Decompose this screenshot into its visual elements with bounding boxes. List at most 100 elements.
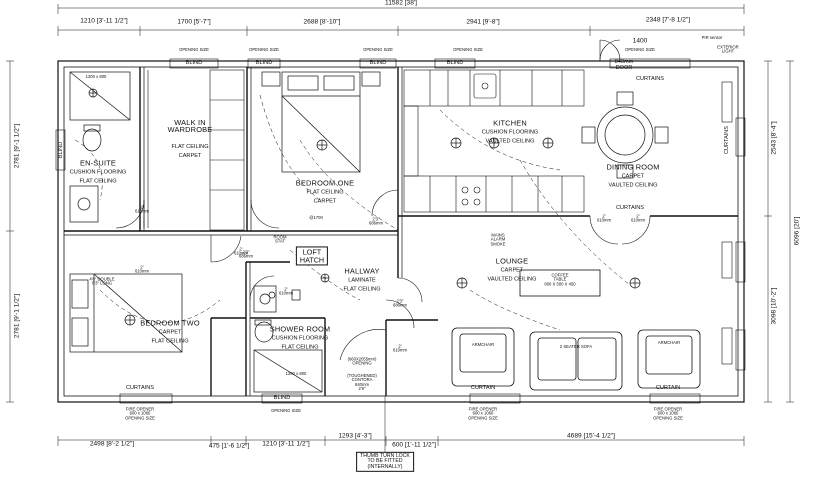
top-windows bbox=[119, 58, 701, 404]
blind-label-4: BLIND bbox=[446, 60, 464, 67]
room-kitchen-finish: CUSHION FLOORING VAULTED CEILING bbox=[481, 129, 539, 144]
room-bedroom-one: BEDROOM ONE FLAT CEILING CARPET bbox=[296, 179, 354, 204]
dimension-top-2: 1700 [5'-7"] bbox=[177, 18, 211, 26]
room-dining-finish: CARPET VAULTED CEILING bbox=[608, 173, 658, 188]
shower-tray-label: 1200 x 800 bbox=[285, 370, 307, 376]
lintel-label: @1700 bbox=[309, 214, 323, 220]
front-door-label: 840mm DOOR bbox=[614, 59, 634, 71]
room-shower-finish: CUSHION FLOORING FLAT CEILING bbox=[271, 335, 329, 350]
door-width-10-ins: 2' bbox=[140, 264, 144, 270]
door-width-3: 2'610mm bbox=[279, 286, 293, 297]
curtain-label-1: CURTAIN bbox=[470, 385, 496, 392]
dimension-top-5: 2348 [7'-8 1/2"] bbox=[645, 16, 691, 24]
entrance-opening-label: (660X2055mm) OPENING bbox=[347, 356, 377, 366]
door-width-7-ins: 2'3" bbox=[242, 249, 250, 255]
dimension-lines bbox=[6, 4, 794, 446]
blind-label-2: BLIND bbox=[255, 60, 273, 67]
room-hallway: HALLWAY LAMINATE FLAT CEILING bbox=[343, 267, 380, 292]
ensuite-fittings bbox=[69, 71, 131, 223]
room-walkin-name: WALK IN WARDROBE bbox=[167, 117, 213, 135]
curtains-label-2: CURTAINS bbox=[615, 205, 645, 212]
door-width-9-ins: 2' bbox=[636, 213, 640, 219]
dimension-bottom-6: 4689 [15'-4 1/2"] bbox=[567, 432, 615, 440]
dimension-left-1: 2781 [9'-1 1/2"] bbox=[13, 123, 21, 169]
door-width-2: 2'610mm bbox=[234, 246, 248, 257]
opening-size-5: OPENING SIZE bbox=[625, 46, 655, 52]
room-lounge-finish: CARPET VAULTED CEILING bbox=[487, 267, 537, 282]
door-width-1-mm: 610mm bbox=[135, 209, 149, 214]
lounge-furniture bbox=[451, 269, 701, 391]
dimension-top-1: 1210 [3'-11 1/2"] bbox=[80, 17, 128, 25]
door-width-9-mm: 610mm bbox=[631, 218, 645, 223]
dimension-right-1: 2543 [8'-4"] bbox=[770, 121, 778, 155]
door-width-3-ins: 2' bbox=[284, 286, 288, 292]
curtains-label-right: CURTAINS bbox=[724, 125, 731, 155]
room-ensuite-finish: CUSHION FLOORING FLAT CEILING bbox=[69, 169, 127, 184]
curtains-label-3: CURTAINS bbox=[125, 385, 155, 392]
internal-walls bbox=[64, 67, 738, 396]
dimension-top-door: 1400 bbox=[632, 37, 648, 45]
opening-size-3: OPENING SIZE bbox=[363, 46, 393, 52]
door-width-6-mm: 610mm bbox=[597, 218, 611, 223]
room-walkin-finish: FLAT CEILING CARPET bbox=[171, 143, 209, 159]
dimension-top-3: 2688 [8'-10"] bbox=[303, 18, 341, 26]
blind-label-1: BLIND bbox=[185, 60, 203, 67]
blind-label-6: BLIND bbox=[58, 141, 65, 159]
opening-size-4: OPENING SIZE bbox=[453, 46, 483, 52]
thumb-turn-lock-note: THUMB TURN LOCK TO BE FITTED (INTERNALLY… bbox=[356, 451, 414, 473]
room-hallway-name: HALLWAY bbox=[344, 266, 380, 276]
room-stat: ROOM STAT bbox=[273, 234, 287, 244]
dimension-right-2: 3098 [10'-2"] bbox=[770, 287, 778, 325]
room-hallway-finish: LAMINATE FLAT CEILING bbox=[343, 277, 381, 292]
blind-label-5: BLIND bbox=[273, 395, 291, 402]
ensuite-tray-label: 1200 x 800 bbox=[85, 73, 107, 79]
room-dining-name: DINING ROOM bbox=[606, 162, 660, 172]
opening-size-1: OPENING SIZE bbox=[179, 46, 209, 52]
dimension-bottom-4: 1293 [4'-3"] bbox=[338, 432, 372, 440]
room-kitchen-name: KITCHEN bbox=[493, 118, 527, 128]
door-width-6-ins: 2' bbox=[602, 213, 606, 219]
door-width-1: 2'610mm bbox=[135, 205, 149, 215]
fire-opener-2: FIRE OPENER 600 x 1060 OPENING SIZE bbox=[468, 406, 498, 421]
door-width-7-mm: 686mm bbox=[239, 254, 253, 259]
wiring-dashes bbox=[74, 94, 631, 331]
overall-width-dimension: 11582 [38'] bbox=[385, 0, 417, 7]
loft-hatch: LOFT HATCH bbox=[295, 246, 329, 266]
kitchen-units bbox=[403, 69, 585, 213]
room-lounge-name: LOUNGE bbox=[495, 256, 529, 266]
room-ensuite-name: EN-SUITE bbox=[79, 158, 117, 168]
room-walkin: WALK IN WARDROBE FLAT CEILING CARPET bbox=[168, 111, 213, 159]
room-shower: SHOWER ROOM CUSHION FLOORING FLAT CEILIN… bbox=[270, 325, 331, 350]
fire-opener-1: FIRE OPENER 600 x 1060 OPENING SIZE bbox=[125, 406, 155, 421]
room-lounge: LOUNGE CARPET VAULTED CEILING bbox=[488, 257, 537, 282]
armchair-left: ARMCHAIR bbox=[471, 341, 495, 347]
blind-label-3: BLIND bbox=[369, 60, 387, 67]
fire-opener-3: FIRE OPENER 600 x 1060 OPENING SIZE bbox=[653, 406, 683, 421]
dimension-bottom-1: 2498 [8'-2 1/2"] bbox=[89, 440, 135, 448]
door-width-8-mm: 610mm bbox=[393, 348, 407, 353]
pir-sensor: PIR sensor bbox=[701, 34, 723, 40]
door-width-5-ins: 2'3" bbox=[396, 298, 404, 304]
opening-size-shower: OPENING SIZE bbox=[271, 407, 301, 413]
room-bedroom-two: BEDROOM TWO CARPET FLAT CEILING bbox=[140, 319, 200, 344]
shower-fittings bbox=[253, 285, 323, 393]
dimension-bottom-3: 1210 [3'-11 1/2"] bbox=[262, 440, 310, 448]
door-width-10: 2'610mm bbox=[135, 264, 149, 275]
door-width-3-mm: 610mm bbox=[279, 291, 293, 296]
door-width-4-mm: 686mm bbox=[369, 221, 383, 226]
room-bedroom-two-name: BEDROOM TWO bbox=[140, 318, 200, 328]
curtain-label-2: CURTAIN bbox=[655, 385, 681, 392]
side-windows bbox=[55, 117, 746, 371]
door-width-2-ins: 2' bbox=[239, 246, 243, 252]
curtains-label-1: CURTAINS bbox=[635, 76, 665, 83]
room-shower-name: SHOWER ROOM bbox=[269, 324, 331, 334]
room-ensuite: EN-SUITE CUSHION FLOORING FLAT CEILING bbox=[70, 159, 127, 184]
bed-size-label: 4'6" DOUBLE 6'3" LONG bbox=[89, 276, 115, 286]
door-width-8-ins: 2' bbox=[398, 343, 402, 349]
door-width-5-mm: 686mm bbox=[393, 303, 407, 308]
sofa-label: 2 SEATER SOFA bbox=[559, 343, 593, 349]
door-width-9: 2'610mm bbox=[631, 213, 645, 224]
dining-set bbox=[581, 91, 669, 179]
